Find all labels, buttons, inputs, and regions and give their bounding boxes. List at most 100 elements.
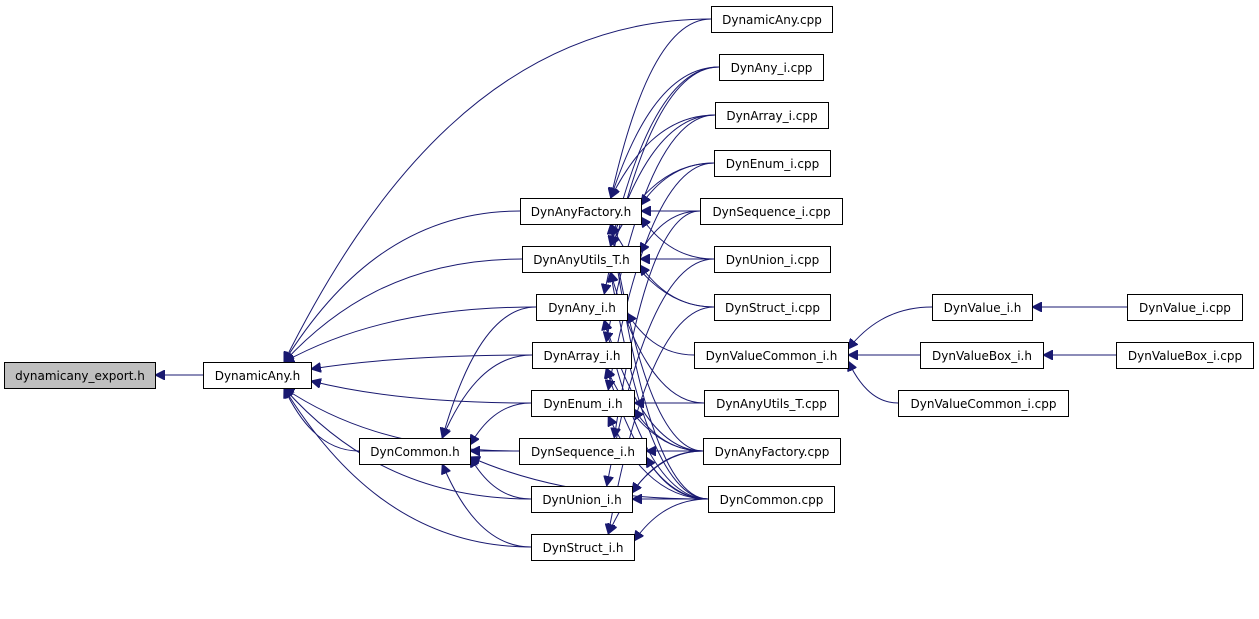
edge-dyn-struct-i-h-to-dynamic-any-h bbox=[284, 388, 532, 548]
node-label: DynSequence_i.h bbox=[531, 445, 635, 459]
node-box[interactable] bbox=[920, 342, 1044, 369]
edge-dyn-any-i-h-to-dyn-common-h bbox=[442, 306, 537, 438]
node-label: DynAnyFactory.h bbox=[531, 205, 631, 219]
node-dyn-struct-i-cpp[interactable]: DynStruct_i.cpp bbox=[714, 294, 831, 321]
node-dyn-any-utils-t-cpp[interactable]: DynAnyUtils_T.cpp bbox=[704, 390, 839, 417]
node-label: dynamicany_export.h bbox=[15, 369, 145, 383]
edge-dyn-value-i-h-to-dyn-value-common-i-h bbox=[848, 306, 933, 349]
edge-dyn-any-factory-cpp-to-dyn-enum-i-h bbox=[634, 409, 704, 452]
node-box[interactable] bbox=[711, 6, 833, 33]
node-dyn-union-i-cpp[interactable]: DynUnion_i.cpp bbox=[714, 246, 831, 273]
edge-dyn-any-factory-cpp-to-dyn-any-i-h bbox=[604, 320, 704, 452]
node-dyn-enum-i-h[interactable]: DynEnum_i.h bbox=[531, 390, 635, 417]
node-dyn-value-i-cpp[interactable]: DynValue_i.cpp bbox=[1127, 294, 1243, 321]
node-label: DynValue_i.cpp bbox=[1139, 301, 1231, 315]
node-box[interactable] bbox=[714, 150, 831, 177]
node-dyn-union-i-h[interactable]: DynUnion_i.h bbox=[531, 486, 633, 513]
edge-dyn-value-common-i-cpp-to-dyn-value-common-i-h bbox=[848, 361, 899, 404]
node-dyn-any-factory-cpp[interactable]: DynAnyFactory.cpp bbox=[703, 438, 841, 465]
node-box[interactable] bbox=[708, 486, 835, 513]
node-label: DynamicAny.h bbox=[215, 369, 301, 383]
node-box[interactable] bbox=[932, 294, 1033, 321]
edge-dyn-any-i-cpp-to-dyn-any-factory-h bbox=[611, 66, 720, 198]
edge-dyn-common-cpp-to-dyn-any-factory-h bbox=[611, 224, 709, 500]
node-dynamic-any-h[interactable]: DynamicAny.h bbox=[203, 362, 312, 389]
node-label: DynCommon.h bbox=[370, 445, 459, 459]
node-label: DynAnyUtils_T.cpp bbox=[716, 397, 827, 411]
node-box[interactable] bbox=[536, 294, 628, 321]
node-label: DynEnum_i.h bbox=[543, 397, 622, 411]
edge-dynamic-any-cpp-to-dynamic-any-h bbox=[284, 18, 712, 362]
edge-dyn-array-i-h-to-dyn-common-h bbox=[442, 354, 533, 438]
edge-dyn-any-utils-t-cpp-to-dyn-any-utils-t-h bbox=[611, 272, 705, 404]
edge-dyn-any-factory-cpp-to-dyn-struct-i-h bbox=[608, 450, 704, 534]
node-dyn-any-i-h[interactable]: DynAny_i.h bbox=[536, 294, 628, 321]
node-box[interactable] bbox=[700, 198, 843, 225]
edge-dynamic-any-cpp-to-dyn-any-factory-h bbox=[611, 18, 712, 198]
node-box[interactable] bbox=[531, 486, 633, 513]
node-dynamicany-export-h[interactable]: dynamicany_export.h bbox=[4, 362, 156, 389]
node-dyn-sequence-i-h[interactable]: DynSequence_i.h bbox=[519, 438, 647, 465]
node-box[interactable] bbox=[694, 342, 849, 369]
node-label: DynValueBox_i.cpp bbox=[1128, 349, 1242, 363]
node-box[interactable] bbox=[520, 198, 642, 225]
node-dynamic-any-cpp[interactable]: DynamicAny.cpp bbox=[711, 6, 833, 33]
node-label: DynSequence_i.cpp bbox=[712, 205, 830, 219]
node-label: DynAny_i.h bbox=[548, 301, 616, 315]
node-box[interactable] bbox=[519, 438, 647, 465]
node-label: DynamicAny.cpp bbox=[722, 13, 822, 27]
node-box[interactable] bbox=[714, 246, 831, 273]
node-dyn-common-h[interactable]: DynCommon.h bbox=[359, 438, 471, 465]
node-label: DynUnion_i.cpp bbox=[726, 253, 820, 267]
node-dyn-array-i-cpp[interactable]: DynArray_i.cpp bbox=[715, 102, 829, 129]
edge-dyn-common-cpp-to-dyn-array-i-h bbox=[606, 368, 709, 500]
node-label: DynValue_i.h bbox=[944, 301, 1022, 315]
edge-dyn-common-cpp-to-dyn-common-h bbox=[470, 457, 709, 500]
node-label: DynEnum_i.cpp bbox=[726, 157, 819, 171]
node-dyn-value-box-i-h[interactable]: DynValueBox_i.h bbox=[920, 342, 1044, 369]
node-box[interactable] bbox=[1127, 294, 1243, 321]
node-label: DynStruct_i.h bbox=[543, 541, 624, 555]
node-box[interactable] bbox=[532, 342, 632, 369]
node-dyn-sequence-i-cpp[interactable]: DynSequence_i.cpp bbox=[700, 198, 843, 225]
node-dyn-any-i-cpp[interactable]: DynAny_i.cpp bbox=[719, 54, 824, 81]
edge-dyn-enum-i-h-to-dynamic-any-h bbox=[311, 381, 532, 404]
node-box[interactable] bbox=[203, 362, 312, 389]
node-label: DynArray_i.cpp bbox=[726, 109, 817, 123]
node-box[interactable] bbox=[719, 54, 824, 81]
node-box[interactable] bbox=[898, 390, 1069, 417]
node-dyn-value-box-i-cpp[interactable]: DynValueBox_i.cpp bbox=[1116, 342, 1254, 369]
node-box[interactable] bbox=[715, 102, 829, 129]
node-dyn-value-common-i-h[interactable]: DynValueCommon_i.h bbox=[694, 342, 849, 369]
node-label: DynAny_i.cpp bbox=[731, 61, 813, 75]
node-dyn-value-i-h[interactable]: DynValue_i.h bbox=[932, 294, 1033, 321]
edge-dyn-enum-i-h-to-dyn-common-h bbox=[470, 402, 532, 445]
edge-dyn-struct-i-cpp-to-dyn-any-utils-t-h bbox=[640, 265, 715, 308]
edge-dyn-array-i-cpp-to-dyn-any-factory-h bbox=[611, 114, 716, 198]
node-box[interactable] bbox=[522, 246, 641, 273]
node-label: DynCommon.cpp bbox=[720, 493, 824, 507]
node-box[interactable] bbox=[359, 438, 471, 465]
edge-dyn-common-cpp-to-dyn-struct-i-h bbox=[634, 498, 709, 541]
edge-dyn-union-i-cpp-to-dyn-any-factory-h bbox=[641, 217, 715, 260]
node-box[interactable] bbox=[1116, 342, 1254, 369]
edge-dyn-array-i-h-to-dynamic-any-h bbox=[311, 354, 533, 369]
node-box[interactable] bbox=[531, 390, 635, 417]
node-box[interactable] bbox=[4, 362, 156, 389]
node-dyn-array-i-h[interactable]: DynArray_i.h bbox=[532, 342, 632, 369]
node-box[interactable] bbox=[703, 438, 841, 465]
node-dyn-value-common-i-cpp[interactable]: DynValueCommon_i.cpp bbox=[898, 390, 1069, 417]
node-label: DynStruct_i.cpp bbox=[725, 301, 820, 315]
node-label: DynValueCommon_i.cpp bbox=[911, 397, 1057, 411]
nodes-layer: dynamicany_export.h DynamicAny.hDynCommon… bbox=[4, 6, 1254, 561]
node-label: DynUnion_i.h bbox=[542, 493, 621, 507]
node-box[interactable] bbox=[704, 390, 839, 417]
node-dyn-common-cpp[interactable]: DynCommon.cpp bbox=[708, 486, 835, 513]
node-box[interactable] bbox=[531, 534, 635, 561]
node-dyn-struct-i-h[interactable]: DynStruct_i.h bbox=[531, 534, 635, 561]
node-dyn-enum-i-cpp[interactable]: DynEnum_i.cpp bbox=[714, 150, 831, 177]
node-dyn-any-factory-h[interactable]: DynAnyFactory.h bbox=[520, 198, 642, 225]
node-dyn-any-utils-t-h[interactable]: DynAnyUtils_T.h bbox=[522, 246, 641, 273]
node-box[interactable] bbox=[714, 294, 831, 321]
